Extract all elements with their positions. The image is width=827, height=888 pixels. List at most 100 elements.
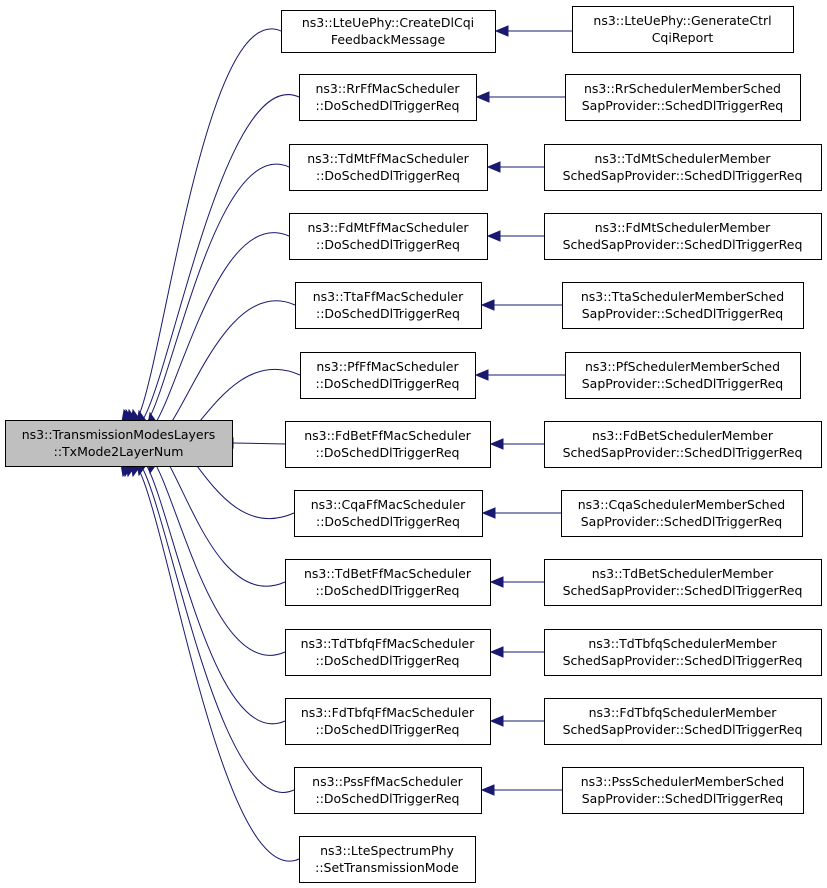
caller-node-11-parent-1-label-line1: ns3::FdTbfqSchedulerMember (589, 705, 778, 720)
caller-node-12-parent-1-box (562, 767, 804, 814)
edge-level2-1-arrowhead (494, 25, 509, 37)
caller-node-12-parent-1-label-line1: ns3::PssSchedulerMemberSched (581, 774, 785, 789)
caller-node-9-parent-1[interactable]: ns3::TdBetSchedulerMemberSchedSapProvide… (544, 559, 822, 606)
caller-node-9[interactable]: ns3::TdBetFfMacScheduler::DoSchedDlTrigg… (285, 559, 491, 606)
edge-caller-7-to-root (232, 442, 286, 445)
caller-node-1-label-line2: FeedbackMessage (331, 32, 446, 47)
caller-node-9-label-line1: ns3::TdBetFfMacScheduler (304, 566, 472, 581)
edge-caller-9-to-root (138, 446, 286, 587)
edge-level2-6-arrowhead (474, 369, 489, 381)
caller-node-6[interactable]: ns3::PfFfMacScheduler::DoSchedDlTriggerR… (300, 352, 476, 399)
caller-node-12[interactable]: ns3::PssFfMacScheduler::DoSchedDlTrigger… (294, 767, 482, 814)
edge-level2-12-arrowhead (480, 784, 495, 796)
caller-node-4[interactable]: ns3::FdMtFfMacScheduler::DoSchedDlTrigge… (289, 213, 488, 260)
caller-node-4-label-line1: ns3::FdMtFfMacScheduler (307, 220, 469, 235)
caller-node-3-label-line2: ::DoSchedDlTriggerReq (316, 168, 460, 183)
caller-node-9-parent-1-box (544, 559, 822, 606)
caller-node-6-label-line1: ns3::PfFfMacScheduler (316, 359, 459, 374)
root-node[interactable]: ns3::TransmissionModesLayers::TxMode2Lay… (5, 420, 233, 467)
edge-level2-9-arrowhead (489, 576, 504, 588)
caller-node-10-parent-1[interactable]: ns3::TdTbfqSchedulerMemberSchedSapProvid… (544, 629, 822, 676)
caller-node-4-parent-1-box (544, 213, 822, 260)
caller-node-5-parent-1[interactable]: ns3::TtaSchedulerMemberSchedSapProvider:… (562, 282, 804, 329)
edge-level2-4-arrowhead (486, 230, 501, 242)
caller-node-7-parent-1-label-line2: SchedSapProvider::SchedDlTriggerReq (563, 445, 803, 460)
caller-node-3[interactable]: ns3::TdMtFfMacScheduler::DoSchedDlTrigge… (289, 144, 488, 191)
caller-node-10-parent-1-label-line2: SchedSapProvider::SchedDlTriggerReq (563, 653, 803, 668)
edge-level2-5-arrowhead (480, 299, 495, 311)
caller-node-4-parent-1-label-line2: SchedSapProvider::SchedDlTriggerReq (563, 237, 803, 252)
caller-node-12-label-line1: ns3::PssFfMacScheduler (312, 774, 464, 789)
caller-node-5-parent-1-label-line1: ns3::TtaSchedulerMemberSched (581, 289, 784, 304)
caller-node-4-parent-1-label-line1: ns3::FdMtSchedulerMember (595, 220, 771, 235)
caller-node-7-label-line2: ::DoSchedDlTriggerReq (315, 445, 459, 460)
caller-node-11-parent-1-box (544, 698, 822, 745)
caller-node-8-box (294, 490, 483, 537)
edge-level2-2-arrowhead (475, 91, 490, 103)
caller-node-10-parent-1-label-line1: ns3::TdTbfqSchedulerMember (588, 636, 777, 651)
caller-node-12-box (294, 767, 482, 814)
caller-node-12-parent-1[interactable]: ns3::PssSchedulerMemberSchedSapProvider:… (562, 767, 804, 814)
caller-node-2-parent-1-box (565, 74, 801, 121)
caller-node-7-parent-1-label-line1: ns3::FdBetSchedulerMember (592, 428, 774, 443)
caller-node-1-label-line1: ns3::LteUePhy::CreateDlCqi (302, 15, 474, 30)
caller-node-6-label-line2: ::DoSchedDlTriggerReq (315, 376, 459, 391)
caller-node-7-parent-1-box (544, 421, 822, 468)
caller-node-11-label-line1: ns3::FdTbfqFfMacScheduler (301, 705, 475, 720)
root-node-label-line2: ::TxMode2LayerNum (54, 444, 184, 459)
caller-node-13[interactable]: ns3::LteSpectrumPhy::SetTransmissionMode (299, 836, 476, 883)
caller-node-1-box (281, 10, 496, 53)
caller-node-8-label-line1: ns3::CqaFfMacScheduler (311, 497, 466, 512)
edge-caller-1-to-root (123, 28, 282, 426)
caller-node-9-label-line2: ::DoSchedDlTriggerReq (315, 583, 459, 598)
caller-node-8-parent-1[interactable]: ns3::CqaSchedulerMemberSchedSapProvider:… (561, 490, 803, 537)
caller-node-2[interactable]: ns3::RrFfMacScheduler::DoSchedDlTriggerR… (299, 74, 477, 121)
caller-node-3-parent-1[interactable]: ns3::TdMtSchedulerMemberSchedSapProvider… (544, 144, 822, 191)
caller-node-10[interactable]: ns3::TdTbfqFfMacScheduler::DoSchedDlTrig… (285, 629, 491, 676)
caller-node-1-parent-1-box (572, 6, 794, 53)
caller-node-11[interactable]: ns3::FdTbfqFfMacScheduler::DoSchedDlTrig… (285, 698, 491, 745)
caller-node-8-parent-1-box (561, 490, 803, 537)
caller-node-5-parent-1-box (562, 282, 804, 329)
edge-caller-13-to-root (122, 460, 300, 862)
caller-node-12-parent-1-label-line2: SapProvider::SchedDlTriggerReq (582, 791, 784, 806)
caller-node-7[interactable]: ns3::FdBetFfMacScheduler::DoSchedDlTrigg… (285, 421, 491, 468)
caller-node-10-parent-1-box (544, 629, 822, 676)
caller-node-2-label-line1: ns3::RrFfMacScheduler (315, 81, 460, 96)
root-node-box (5, 420, 233, 467)
edge-level2-10-arrowhead (489, 646, 504, 658)
caller-node-6-parent-1-label-line2: SapProvider::SchedDlTriggerReq (582, 376, 784, 391)
nodes-layer: ns3::TransmissionModesLayers::TxMode2Lay… (5, 6, 822, 883)
caller-node-11-parent-1[interactable]: ns3::FdTbfqSchedulerMemberSchedSapProvid… (544, 698, 822, 745)
edge-level2-7-arrowhead (489, 438, 504, 450)
edge-caller-10-to-root (132, 453, 286, 656)
caller-node-3-label-line1: ns3::TdMtFfMacScheduler (307, 151, 469, 166)
caller-node-6-parent-1-label-line1: ns3::PfSchedulerMemberSched (585, 359, 780, 374)
caller-node-10-label-line1: ns3::TdTbfqFfMacScheduler (301, 636, 476, 651)
caller-node-5-parent-1-label-line2: SapProvider::SchedDlTriggerReq (582, 306, 784, 321)
caller-node-5-box (295, 282, 482, 329)
caller-node-11-box (285, 698, 491, 745)
caller-node-6-box (300, 352, 476, 399)
caller-node-6-parent-1[interactable]: ns3::PfSchedulerMemberSchedSapProvider::… (565, 352, 801, 399)
caller-node-7-parent-1[interactable]: ns3::FdBetSchedulerMemberSchedSapProvide… (544, 421, 822, 468)
caller-node-12-label-line2: ::DoSchedDlTriggerReq (315, 791, 459, 806)
caller-node-9-parent-1-label-line1: ns3::TdBetSchedulerMember (592, 566, 774, 581)
caller-node-8-parent-1-label-line1: ns3::CqaSchedulerMemberSched (578, 497, 785, 512)
caller-node-4-parent-1[interactable]: ns3::FdMtSchedulerMemberSchedSapProvider… (544, 213, 822, 260)
caller-node-5-label-line2: ::DoSchedDlTriggerReq (316, 306, 460, 321)
caller-node-5[interactable]: ns3::TtaFfMacScheduler::DoSchedDlTrigger… (295, 282, 482, 329)
edge-level2-8-arrowhead (481, 507, 496, 519)
caller-node-4-box (289, 213, 488, 260)
caller-node-1-parent-1-label-line1: ns3::LteUePhy::GenerateCtrl (593, 13, 771, 28)
caller-node-8[interactable]: ns3::CqaFfMacScheduler::DoSchedDlTrigger… (294, 490, 483, 537)
caller-node-2-parent-1-label-line1: ns3::RrSchedulerMemberSched (584, 81, 781, 96)
caller-node-1[interactable]: ns3::LteUePhy::CreateDlCqiFeedbackMessag… (281, 10, 496, 53)
caller-node-9-parent-1-label-line2: SchedSapProvider::SchedDlTriggerReq (563, 583, 803, 598)
caller-node-13-box (299, 836, 476, 883)
caller-node-2-parent-1[interactable]: ns3::RrSchedulerMemberSchedSapProvider::… (565, 74, 801, 121)
caller-node-2-box (299, 74, 477, 121)
